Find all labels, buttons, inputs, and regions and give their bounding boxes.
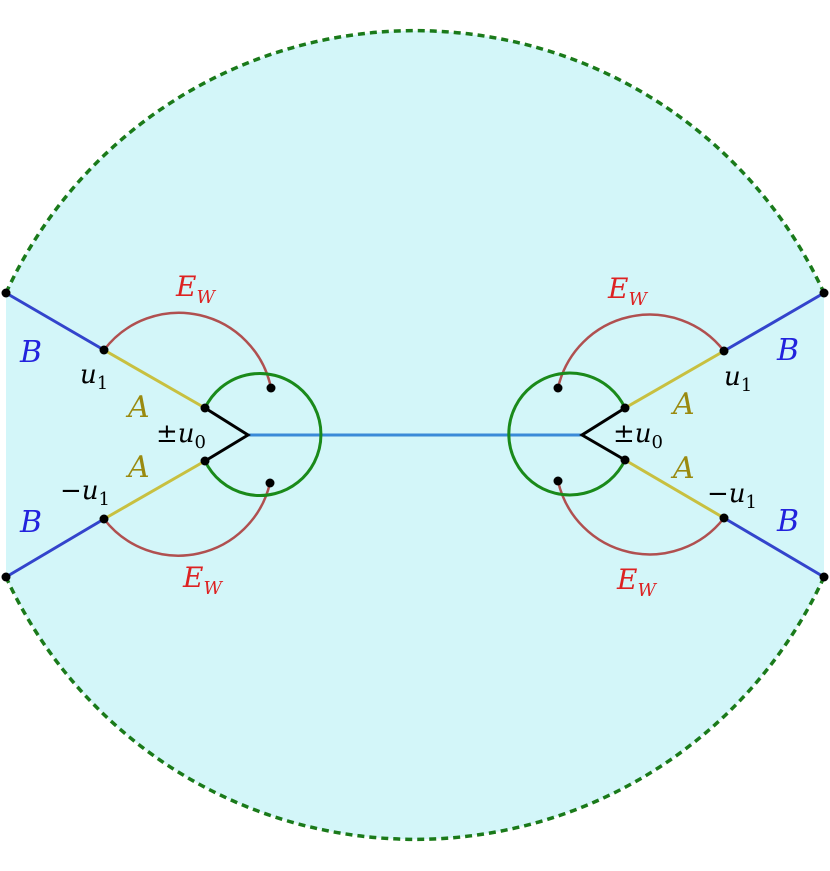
label-right-top-B: B: [776, 333, 799, 368]
right-inner-circle: [507, 371, 627, 497]
label-right-bottom-B: B: [776, 504, 799, 539]
label-left-bottom-B: B: [19, 505, 42, 540]
vertex-left-arc-top: [266, 383, 276, 393]
label-right-top-E: EW: [607, 272, 648, 310]
label-left-bottom-A: A: [125, 450, 150, 485]
vertex-right-minus-u1: [719, 513, 729, 523]
left-top-A-segment: [103, 348, 206, 410]
right-top-E-arc: [556, 313, 725, 389]
label-left-u1: u1: [80, 360, 108, 394]
left-top-B-segment: [5, 291, 105, 352]
label-left-minus-u1: −u1: [60, 476, 110, 510]
vertex-right-arc-bottom: [553, 476, 563, 486]
vertex-right-bottom-outer: [819, 572, 829, 582]
vertex-left-minus-u1: [99, 514, 109, 524]
outer-dashed-arc-top: [4, 29, 826, 294]
label-right-minus-u1: −u1: [707, 479, 757, 513]
vertex-left-top-outer: [1, 288, 11, 298]
vertex-right-u0-bottom: [620, 455, 630, 465]
vertex-left-u1: [99, 345, 109, 355]
right-top-B-segment: [723, 291, 825, 353]
right-top-A-segment: [624, 349, 725, 410]
left-top-E-arc: [103, 311, 273, 389]
right-bottom-A-segment: [624, 458, 725, 520]
label-left-top-A: A: [125, 390, 150, 425]
vertex-left-bottom-outer: [1, 572, 11, 582]
left-bottom-E-arc: [103, 482, 272, 557]
label-left-top-B: B: [19, 335, 42, 370]
vertex-right-arc-top: [553, 383, 563, 393]
right-wedge: [579, 406, 626, 462]
vertex-left-arc-bottom: [265, 478, 275, 488]
vertex-right-u0-top: [620, 403, 630, 413]
left-wedge: [204, 406, 251, 463]
vertex-right-top-outer: [819, 288, 829, 298]
label-right-bottom-E: EW: [616, 563, 657, 601]
label-right-bottom-A: A: [670, 451, 695, 486]
label-right-u1: u1: [724, 362, 752, 396]
vertex-left-u0-top: [200, 403, 210, 413]
vertices: [1, 288, 829, 582]
label-right-top-A: A: [670, 387, 695, 422]
vertex-right-u1: [719, 346, 729, 356]
right-bottom-B-segment: [723, 516, 825, 579]
vertex-left-u0-bottom: [200, 456, 210, 466]
left-inner-circle: [203, 372, 323, 497]
label-right-pm-u0: ±u0: [613, 419, 663, 453]
label-left-pm-u0: ±u0: [156, 419, 206, 453]
label-left-top-E: EW: [175, 270, 216, 308]
right-bottom-E-arc: [556, 480, 725, 556]
outer-dashed-arc-bottom: [4, 576, 826, 841]
left-bottom-A-segment: [103, 459, 206, 521]
label-left-bottom-E: EW: [182, 561, 223, 599]
left-bottom-B-segment: [5, 517, 105, 579]
